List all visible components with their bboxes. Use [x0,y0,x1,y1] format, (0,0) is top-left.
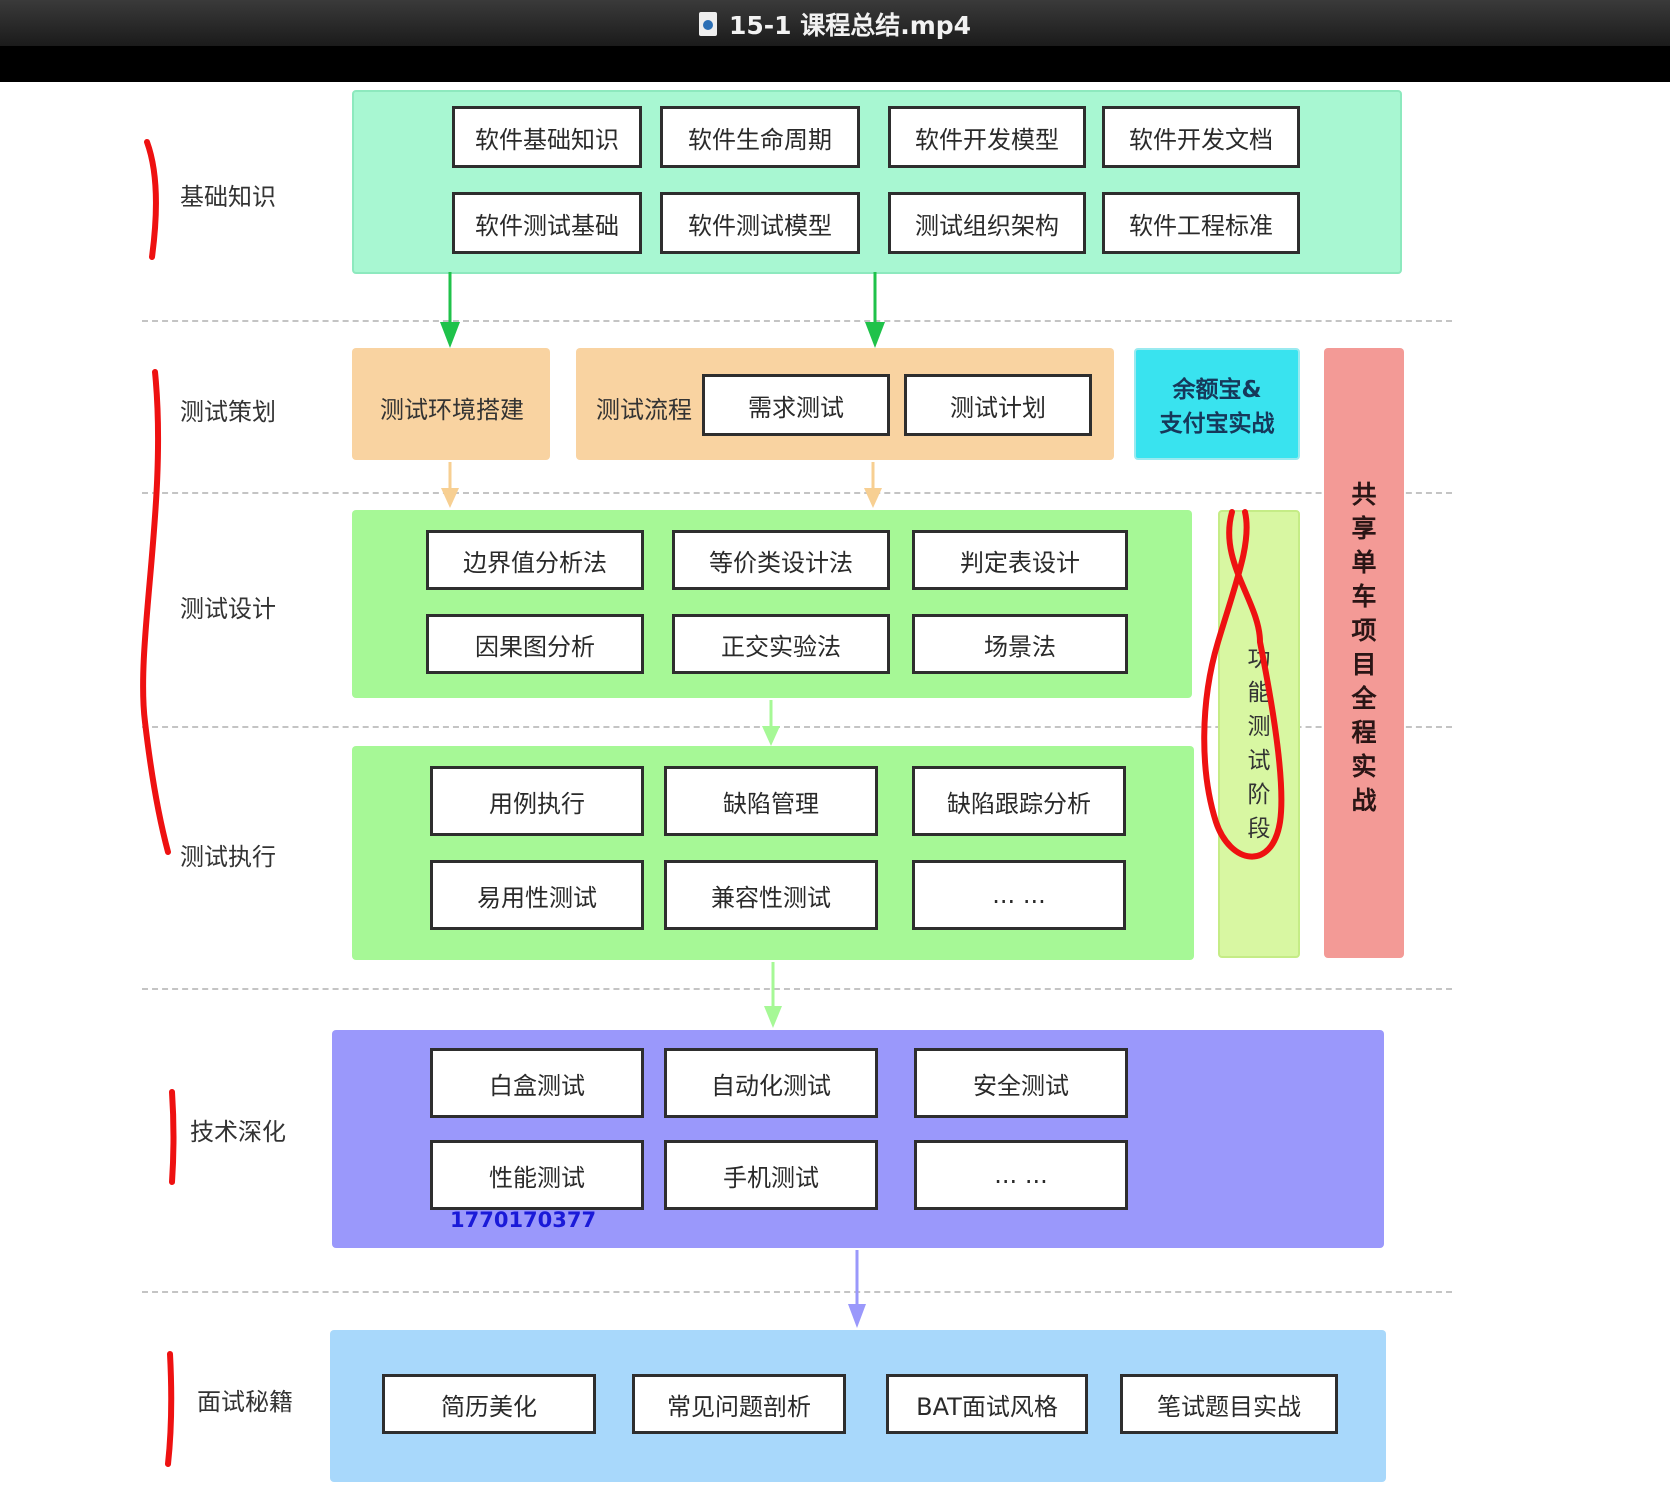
section-label-planning: 测试策划 [180,398,276,426]
basics-item: 软件测试模型 [660,192,860,254]
planning-env-label: 测试环境搭建 [380,396,524,424]
planning-env-panel [352,348,550,460]
advanced-item: 安全测试 [914,1048,1128,1118]
arrow-head [440,322,460,348]
basics-item: 软件生命周期 [660,106,860,168]
red-bracket-advanced [169,1089,177,1185]
title-bar-background [0,0,1670,47]
separator-line [142,1291,1452,1293]
basics-item: 软件基础知识 [452,106,642,168]
design-item: 因果图分析 [426,614,644,674]
execution-item: 缺陷跟踪分析 [912,766,1126,836]
vertical-char: 测 [1247,714,1271,740]
flow-arrows [440,272,885,1328]
design-item: 等价类设计法 [672,530,890,590]
title-bar: 15-1 课程总结.mp4 [0,0,1670,82]
watermark-id: 1770170377 [450,1208,597,1232]
vertical-char: 共 [1351,480,1377,509]
basics-item: 软件测试基础 [452,192,642,254]
requirement-test-box: 需求测试 [702,374,890,436]
window-title-text: 15-1 课程总结.mp4 [728,11,972,40]
vertical-char: 享 [1351,514,1377,543]
interview-item: 常见问题剖析 [632,1374,846,1434]
interview-item: 笔试题目实战 [1120,1374,1338,1434]
vertical-char: 单 [1351,548,1377,577]
vertical-char: 全 [1351,684,1377,713]
advanced-item: 性能测试 [430,1140,644,1210]
section-label-execution: 测试执行 [180,843,276,871]
basics-item: 测试组织架构 [888,192,1086,254]
vertical-char: 车 [1351,582,1377,611]
arrow-head [764,1006,782,1028]
execution-item: 缺陷管理 [664,766,878,836]
vertical-char: 阶 [1247,782,1271,808]
advanced-item: 白盒测试 [430,1048,644,1118]
arrows-and-annotations [140,139,1285,1467]
design-item: 正交实验法 [672,614,890,674]
advanced-item: 自动化测试 [664,1048,878,1118]
project-practice-bar [1324,348,1404,958]
alipay-line-1: 余额宝& [1172,377,1262,403]
vertical-char: 战 [1351,786,1377,815]
section-label-basics: 基础知识 [180,183,276,211]
project-practice-label: 共 享 单 车 项 目 全 程 实 战 [1324,478,1404,818]
handwritten-annotations [140,139,1285,1467]
design-item: 判定表设计 [912,530,1128,590]
vertical-char: 程 [1351,718,1377,747]
red-bracket-interview [165,1351,175,1467]
section-label-interview: 面试秘籍 [197,1388,293,1416]
red-bracket-basics [144,139,159,260]
arrow-head [864,488,882,508]
execution-item: 用例执行 [430,766,644,836]
section-label-advanced: 技术深化 [190,1118,286,1146]
red-bracket-planning-execution [140,369,171,855]
functional-test-stage-bar [1218,510,1300,958]
basics-item: 软件工程标准 [1102,192,1300,254]
red-circle-functional-stage [1201,509,1285,860]
separator-line [142,726,1452,728]
execution-item: ... ... [912,860,1126,930]
basics-item: 软件开发文档 [1102,106,1300,168]
separator-line [142,320,1452,322]
arrow-head [865,322,885,348]
advanced-item: ... ... [914,1140,1128,1210]
vertical-char: 段 [1247,816,1271,842]
separator-line [142,492,1452,494]
alipay-line-2: 支付宝实战 [1159,411,1275,437]
interview-item: BAT面试风格 [886,1374,1088,1434]
functional-test-stage-label: 功 能 测 试 阶 段 [1218,642,1300,846]
planning-flow-label: 测试流程 [596,396,692,424]
vertical-char: 能 [1247,680,1271,706]
window-title: 15-1 课程总结.mp4 [0,6,1670,42]
design-item: 场景法 [912,614,1128,674]
advanced-item: 手机测试 [664,1140,878,1210]
section-label-design: 测试设计 [180,595,276,623]
design-item: 边界值分析法 [426,530,644,590]
test-plan-box: 测试计划 [904,374,1092,436]
vertical-char: 试 [1247,748,1271,774]
vertical-char: 项 [1351,616,1377,645]
arrow-head [848,1304,866,1328]
arrow-head [762,726,780,746]
basics-item: 软件开发模型 [888,106,1086,168]
arrow-head [441,488,459,508]
diagram-canvas: 基础知识 测试策划 测试设计 测试执行 技术深化 面试秘籍 软件基础知识 软件生… [0,82,1670,1486]
vertical-char: 实 [1351,752,1377,781]
separator-line [142,988,1452,990]
quicktime-file-icon [698,12,717,36]
execution-item: 兼容性测试 [664,860,878,930]
execution-item: 易用性测试 [430,860,644,930]
interview-item: 简历美化 [382,1374,596,1434]
vertical-char: 目 [1351,650,1377,679]
alipay-practice-panel: 余额宝& 支付宝实战 [1134,348,1300,460]
